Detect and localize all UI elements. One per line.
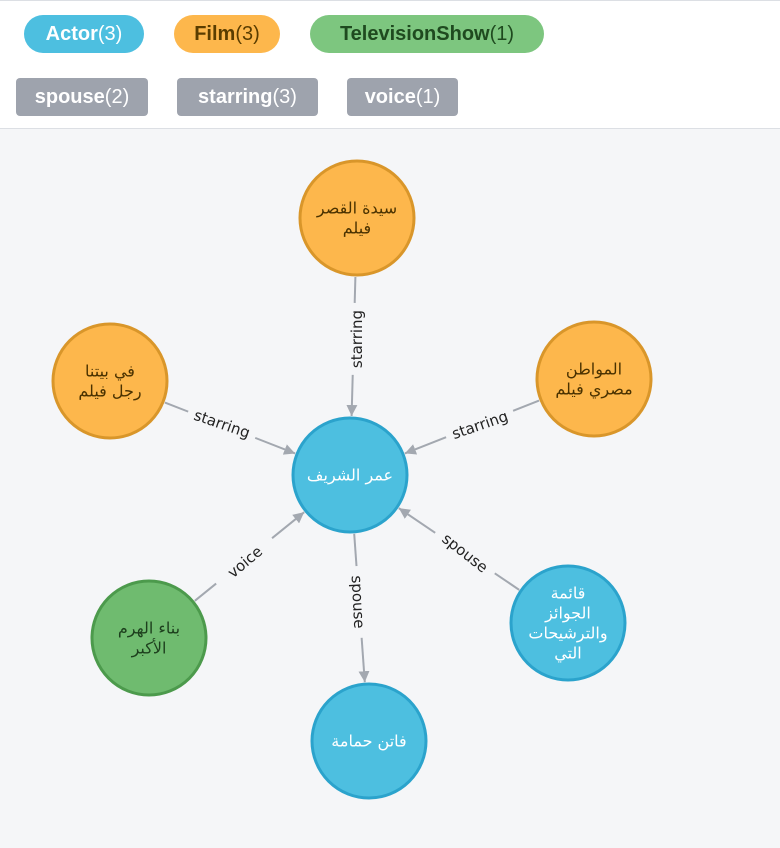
rel-type-starring[interactable]: starring(3)	[177, 78, 318, 116]
node-circle	[535, 320, 653, 438]
edge-starring[interactable]: starring	[346, 276, 366, 417]
label-pill-actor[interactable]: Actor(3)	[24, 15, 144, 53]
relationship-types-bar: spouse(2) starring(3) voice(1)	[0, 65, 780, 129]
edge-label: starring	[192, 406, 253, 442]
node-caption: والترشيحات	[528, 624, 607, 644]
node-caption: الجوائز	[544, 604, 591, 624]
rel-type-spouse[interactable]: spouse(2)	[16, 78, 148, 116]
node-caption: رجل فيلم	[78, 382, 141, 402]
edge-line	[353, 533, 358, 567]
node-caption: الأكبر	[131, 638, 167, 659]
edge-line	[353, 276, 357, 303]
node-caption: فيلم	[343, 219, 371, 238]
edge-line	[271, 511, 305, 539]
label-name: Film	[194, 23, 236, 45]
edge-starring[interactable]: starring	[404, 399, 540, 455]
label-count: (1)	[489, 23, 515, 45]
edge-line	[358, 637, 370, 683]
edge-voice[interactable]: voice	[194, 511, 305, 602]
edge-label: spouse	[439, 530, 492, 577]
label-pill-film[interactable]: Film(3)	[174, 15, 280, 53]
graph-canvas[interactable]: starring starring starring voice spouse spous…	[0, 129, 780, 848]
edge-line	[254, 436, 296, 455]
rel-name: starring	[198, 86, 273, 108]
node-circle	[298, 159, 416, 277]
node-circle	[310, 682, 428, 800]
node-caption: التي	[554, 644, 581, 664]
edge-label: starring	[450, 407, 511, 443]
node-circle	[51, 322, 169, 440]
rel-type-voice[interactable]: voice(1)	[347, 78, 458, 116]
rel-name: spouse	[34, 86, 105, 108]
label-count: (3)	[235, 23, 260, 45]
edge-spouse[interactable]: spouse	[348, 533, 370, 683]
edge-line	[194, 582, 217, 602]
rel-count: (3)	[272, 86, 297, 108]
node-caption: مصري فيلم	[555, 380, 632, 400]
node-caption: في بيتنا	[85, 362, 135, 382]
edge-label: starring	[348, 310, 366, 368]
node-circle	[90, 579, 208, 697]
node-caption: بناء الهرم	[118, 619, 180, 639]
rel-name: voice	[364, 86, 416, 108]
node-caption: سيدة القصر	[316, 199, 397, 219]
edge-line	[494, 572, 520, 591]
rel-count: (1)	[415, 86, 441, 108]
edge-line	[512, 399, 540, 412]
edge-line	[398, 507, 436, 534]
label-count: (3)	[97, 23, 123, 45]
edge-spouse[interactable]: spouse	[398, 507, 520, 591]
node-caption: فاتن حمامة	[331, 732, 406, 752]
edge-line	[346, 374, 358, 417]
edge-line	[164, 401, 189, 413]
edge-line	[404, 436, 447, 455]
node-circle	[291, 416, 409, 534]
node-caption: قائمة	[551, 584, 586, 603]
label-pill-televisionshow[interactable]: TelevisionShow(1)	[310, 15, 544, 53]
rel-count: (2)	[104, 86, 130, 108]
label-name: TelevisionShow	[339, 23, 490, 45]
node-faten[interactable]: فاتن حمامة	[310, 682, 428, 800]
edge-label: voice	[224, 542, 266, 581]
node-caption: عمر الشريف	[307, 466, 393, 486]
edge-label: spouse	[348, 575, 369, 629]
label-name: Actor	[45, 23, 98, 45]
edge-starring[interactable]: starring	[164, 401, 296, 455]
node-caption: المواطن	[566, 360, 622, 380]
node-circle	[509, 564, 627, 682]
node-omar[interactable]: عمر الشريف	[291, 416, 409, 534]
node-labels-bar: Actor(3) Film(3) TelevisionShow(1)	[0, 0, 780, 66]
